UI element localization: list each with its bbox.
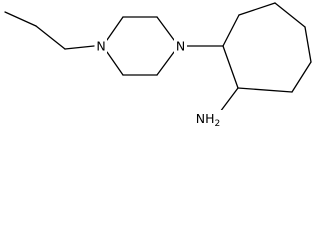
atom-label-amine: NH2 <box>193 110 223 127</box>
propyl-chain <box>4 11 95 50</box>
nitrogen-left-label: N <box>96 39 105 54</box>
bond-propyl-2 <box>35 25 66 50</box>
bond-propyl-3 <box>64 45 95 50</box>
bond-chp-7 <box>222 45 239 89</box>
bond-pip-4 <box>156 51 175 76</box>
bond-chp-4 <box>304 26 312 63</box>
bond-chp-5 <box>291 61 312 93</box>
bond-propyl-1 <box>4 11 37 27</box>
bond-pip-1 <box>106 16 124 41</box>
nitrogen-right-label: N <box>176 39 185 54</box>
molecule-structure: N N NH2 <box>4 2 312 127</box>
bond-pip-3 <box>156 16 175 41</box>
piperazine-ring <box>106 16 175 76</box>
bond-chp-6 <box>237 87 293 93</box>
bond-chp-3 <box>274 2 306 28</box>
amine-label: NH2 <box>196 111 220 127</box>
cycloheptane-ring <box>222 2 312 93</box>
bond-chp-2 <box>238 2 276 16</box>
bond-pip-6 <box>106 51 124 76</box>
bond-amine <box>219 87 239 113</box>
atom-label-n-right: N <box>174 38 187 54</box>
atom-label-n-left: N <box>95 38 107 54</box>
bond-chp-1 <box>222 14 240 47</box>
